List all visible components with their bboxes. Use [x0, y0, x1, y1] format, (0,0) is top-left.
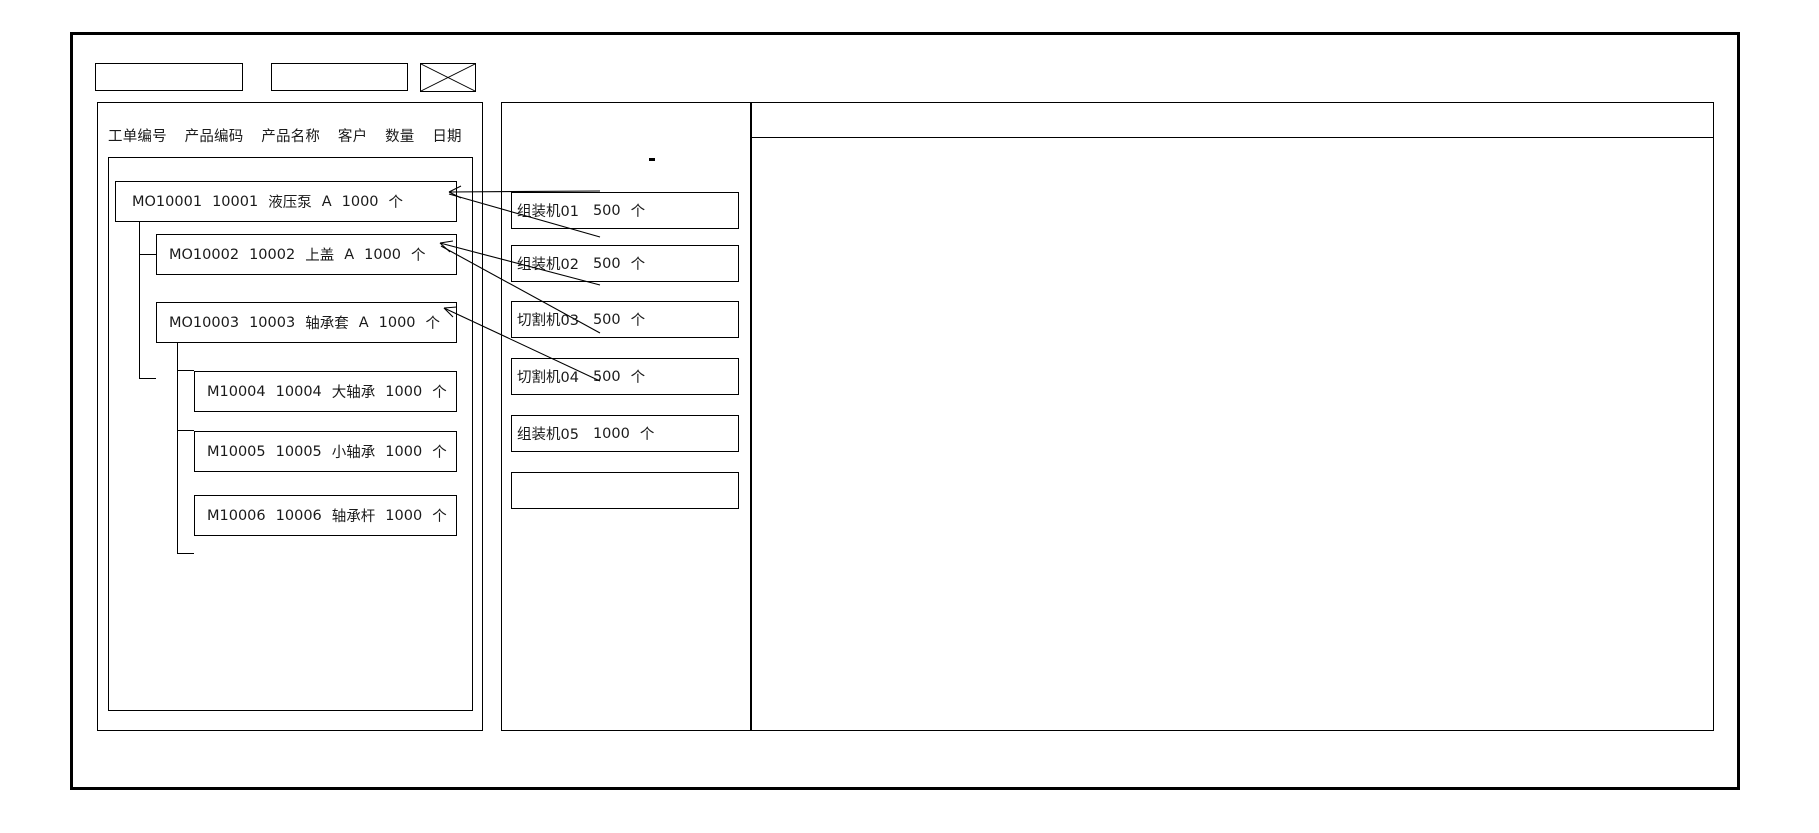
work-order-tree[interactable]: MO10001 10001 液压泵 A 1000 个 MO10002 10002… — [108, 157, 473, 711]
list-item[interactable]: 切割机03 500 个 — [511, 301, 739, 338]
row-customer: A — [358, 314, 369, 331]
machine-qty: 500 — [592, 311, 621, 328]
list-item-empty[interactable] — [511, 472, 739, 509]
row-order: M10005 — [207, 443, 266, 460]
row-order: MO10001 — [132, 193, 203, 210]
row-unit: 个 — [432, 509, 447, 525]
row-product: 液压泵 — [268, 195, 312, 211]
machine-name: 组装机01 — [517, 204, 579, 220]
row-qty: 1000 — [364, 246, 402, 263]
machine-qty: 1000 — [592, 425, 630, 442]
row-code: 10005 — [275, 443, 322, 460]
table-row[interactable]: MO10001 10001 液压泵 A 1000 个 — [115, 181, 457, 222]
machine-name: 组装机05 — [517, 427, 579, 443]
machine-unit: 个 — [630, 313, 646, 329]
row-unit: 个 — [411, 248, 426, 264]
row-qty: 1000 — [385, 383, 423, 400]
tree-elbow-5 — [177, 431, 194, 554]
tree-elbow-1 — [139, 207, 156, 255]
column-header-product: 产品名称 — [261, 129, 321, 145]
list-item[interactable]: 组装机02 500 个 — [511, 245, 739, 282]
row-code: 10002 — [249, 246, 296, 263]
machine-name: 切割机03 — [517, 313, 579, 329]
list-item[interactable]: 组装机01 500 个 — [511, 192, 739, 229]
row-unit: 个 — [388, 195, 404, 211]
row-order: MO10002 — [169, 246, 240, 263]
tree-elbow-3 — [177, 323, 194, 371]
row-product: 轴承套 — [305, 316, 349, 332]
detail-header-divider — [752, 137, 1713, 138]
table-row[interactable]: MO10003 10003 轴承套 A 1000 个 — [156, 302, 457, 343]
row-qty: 1000 — [385, 443, 423, 460]
mid-panel-marker — [649, 158, 655, 161]
row-customer: A — [344, 246, 355, 263]
list-item[interactable]: 切割机04 500 个 — [511, 358, 739, 395]
tree-elbow-4 — [177, 371, 194, 431]
machine-qty: 500 — [592, 255, 621, 272]
machine-qty: 500 — [592, 202, 621, 219]
machine-qty: 500 — [592, 368, 621, 385]
app-window: 工单编号 产品编码 产品名称 客户 数量 日期 MO10001 10001 液压… — [70, 32, 1740, 790]
row-product: 上盖 — [305, 248, 335, 264]
row-product: 大轴承 — [331, 385, 376, 401]
row-qty: 1000 — [341, 193, 379, 210]
machine-unit: 个 — [630, 204, 646, 220]
row-code: 10001 — [212, 193, 259, 210]
row-customer: A — [321, 193, 332, 210]
tree-elbow-2 — [139, 255, 156, 379]
machine-name: 切割机04 — [517, 370, 579, 386]
table-row[interactable]: M10004 10004 大轴承 1000 个 — [194, 371, 457, 412]
machine-unit: 个 — [630, 257, 646, 273]
column-headers: 工单编号 产品编码 产品名称 客户 数量 日期 — [108, 125, 462, 146]
row-code: 10004 — [275, 383, 322, 400]
row-code: 10006 — [275, 507, 322, 524]
detail-panel — [751, 102, 1714, 731]
column-header-code: 产品编码 — [184, 129, 244, 145]
column-header-date: 日期 — [432, 129, 462, 145]
row-unit: 个 — [425, 316, 441, 332]
toolbar-field-two[interactable] — [271, 63, 408, 91]
row-qty: 1000 — [378, 314, 416, 331]
row-qty: 1000 — [385, 507, 423, 524]
row-order: M10004 — [207, 383, 266, 400]
row-unit: 个 — [432, 385, 447, 401]
toolbar-field-one[interactable] — [95, 63, 243, 91]
table-row[interactable]: M10005 10005 小轴承 1000 个 — [194, 431, 457, 472]
machine-unit: 个 — [630, 370, 646, 386]
row-order: M10006 — [207, 507, 266, 524]
row-code: 10003 — [249, 314, 296, 331]
column-header-order: 工单编号 — [108, 129, 167, 145]
row-product: 小轴承 — [331, 445, 376, 461]
work-order-panel: 工单编号 产品编码 产品名称 客户 数量 日期 MO10001 10001 液压… — [97, 102, 483, 731]
column-header-customer: 客户 — [337, 129, 368, 145]
crossed-box-icon[interactable] — [420, 63, 476, 92]
row-unit: 个 — [432, 445, 447, 461]
row-order: MO10003 — [169, 314, 240, 331]
machine-name: 组装机02 — [517, 257, 579, 273]
table-row[interactable]: M10006 10006 轴承杆 1000 个 — [194, 495, 457, 536]
machine-schedule-panel: 组装机01 500 个 组装机02 500 个 切割机03 500 个 切割机0… — [501, 102, 751, 731]
table-row[interactable]: MO10002 10002 上盖 A 1000 个 — [156, 234, 457, 275]
column-header-qty: 数量 — [385, 129, 415, 145]
machine-unit: 个 — [639, 427, 655, 443]
list-item[interactable]: 组装机05 1000 个 — [511, 415, 739, 452]
row-product: 轴承杆 — [331, 509, 376, 525]
